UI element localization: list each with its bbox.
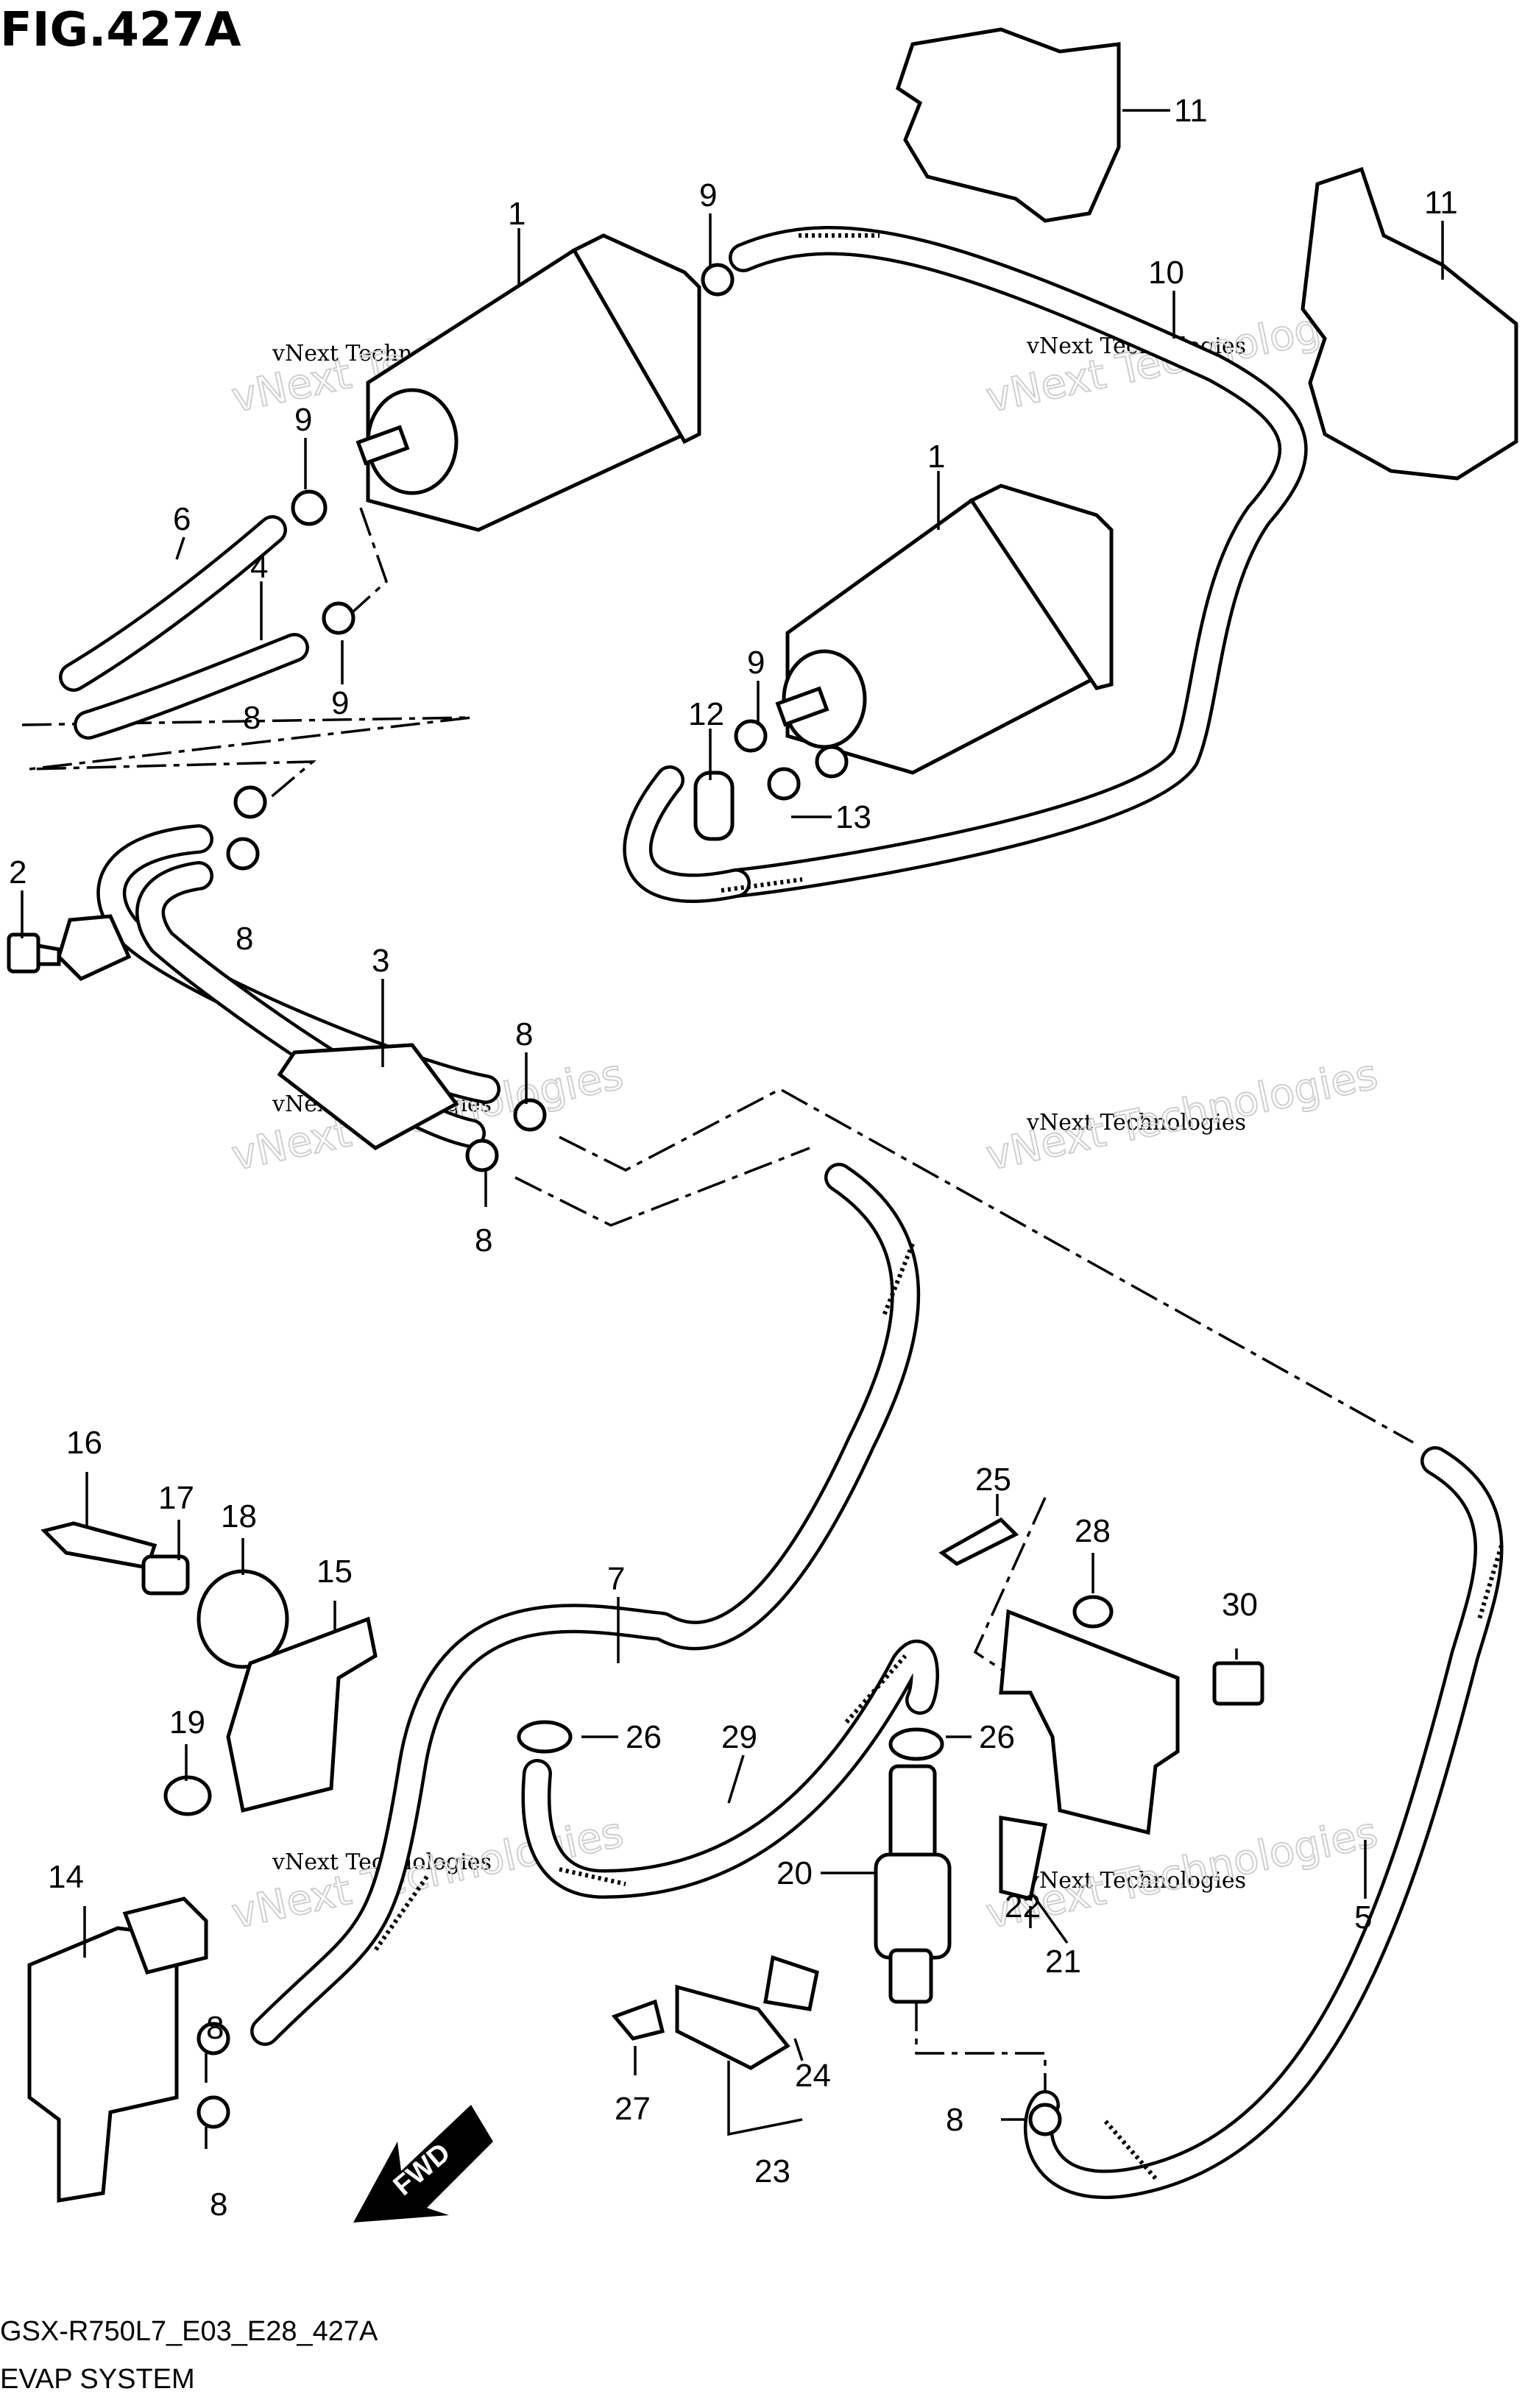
canister-part-1-lower <box>775 484 1114 779</box>
figure-title: FIG.427A <box>0 3 241 57</box>
pipe-assembly-part-3 <box>57 824 500 1150</box>
bracket-part-11-a <box>896 27 1121 223</box>
callout-18: 18 <box>221 1498 257 1534</box>
valve-part-20 <box>874 1764 952 2004</box>
callout-8: 8 <box>206 2010 224 2046</box>
callout-2: 2 <box>9 854 26 890</box>
hoses <box>59 226 1504 2199</box>
callout-28: 28 <box>1075 1513 1111 1549</box>
callout-23: 23 <box>754 2153 790 2189</box>
watermark: vNext Technologies <box>1026 1110 1246 1136</box>
leader-lines <box>21 109 1444 2149</box>
callout-29: 29 <box>721 1719 757 1755</box>
callout-30: 30 <box>1222 1587 1258 1623</box>
callout-13: 13 <box>835 799 871 835</box>
canister-part-1-upper <box>355 233 701 532</box>
callout-11: 11 <box>1424 185 1458 221</box>
callout-17: 17 <box>158 1480 194 1516</box>
callout-12: 12 <box>688 696 724 732</box>
callout-25: 25 <box>975 1462 1011 1498</box>
callout-4: 4 <box>250 549 268 585</box>
bracket-parts-21-30 <box>611 1517 1264 2070</box>
callout-1: 1 <box>927 439 945 475</box>
callout-16: 16 <box>66 1425 102 1461</box>
callout-9: 9 <box>331 685 349 721</box>
callout-3: 3 <box>372 943 389 979</box>
model-code: GSX-R750L7_E03_E28_427A <box>0 2316 378 2347</box>
watermark: vNext Technologies <box>1026 1868 1246 1894</box>
callouts: 1 1 2 3 4 5 6 7 8 8 8 8 8 8 8 9 9 9 9 10… <box>9 93 1458 2223</box>
callout-26: 26 <box>626 1719 662 1755</box>
callout-1: 1 <box>508 196 526 232</box>
callout-8: 8 <box>946 2102 963 2138</box>
callout-20: 20 <box>776 1855 813 1891</box>
callout-6: 6 <box>173 501 191 537</box>
callout-24: 24 <box>795 2058 831 2094</box>
callout-9: 9 <box>294 402 312 438</box>
callout-14: 14 <box>48 1859 84 1895</box>
callout-9: 9 <box>747 645 765 681</box>
hardware-parts-15-19 <box>40 1521 378 1816</box>
callout-8: 8 <box>475 1222 492 1258</box>
callout-11: 11 <box>1174 93 1208 129</box>
callout-22: 22 <box>1005 1888 1041 1924</box>
callout-15: 15 <box>316 1554 353 1590</box>
callout-8: 8 <box>236 921 253 957</box>
callout-8: 8 <box>515 1016 533 1052</box>
callout-26: 26 <box>979 1719 1015 1755</box>
solenoid-part-14 <box>27 1897 208 2203</box>
callout-21: 21 <box>1045 1944 1081 1980</box>
callout-19: 19 <box>169 1704 205 1741</box>
figure-caption: EVAP SYSTEM <box>0 2364 195 2395</box>
callout-7: 7 <box>607 1561 625 1597</box>
fwd-arrow: FWD <box>353 2105 493 2223</box>
bracket-part-11-b <box>1301 166 1518 481</box>
assembly-lines <box>21 507 1414 2120</box>
callout-8: 8 <box>210 2186 227 2223</box>
callout-27: 27 <box>615 2091 651 2127</box>
clamps <box>197 263 1062 2136</box>
bolt-part-2 <box>7 932 61 974</box>
callout-10: 10 <box>1148 255 1184 291</box>
callout-8: 8 <box>243 700 261 736</box>
callout-5: 5 <box>1354 1899 1372 1936</box>
callout-9: 9 <box>699 177 717 213</box>
